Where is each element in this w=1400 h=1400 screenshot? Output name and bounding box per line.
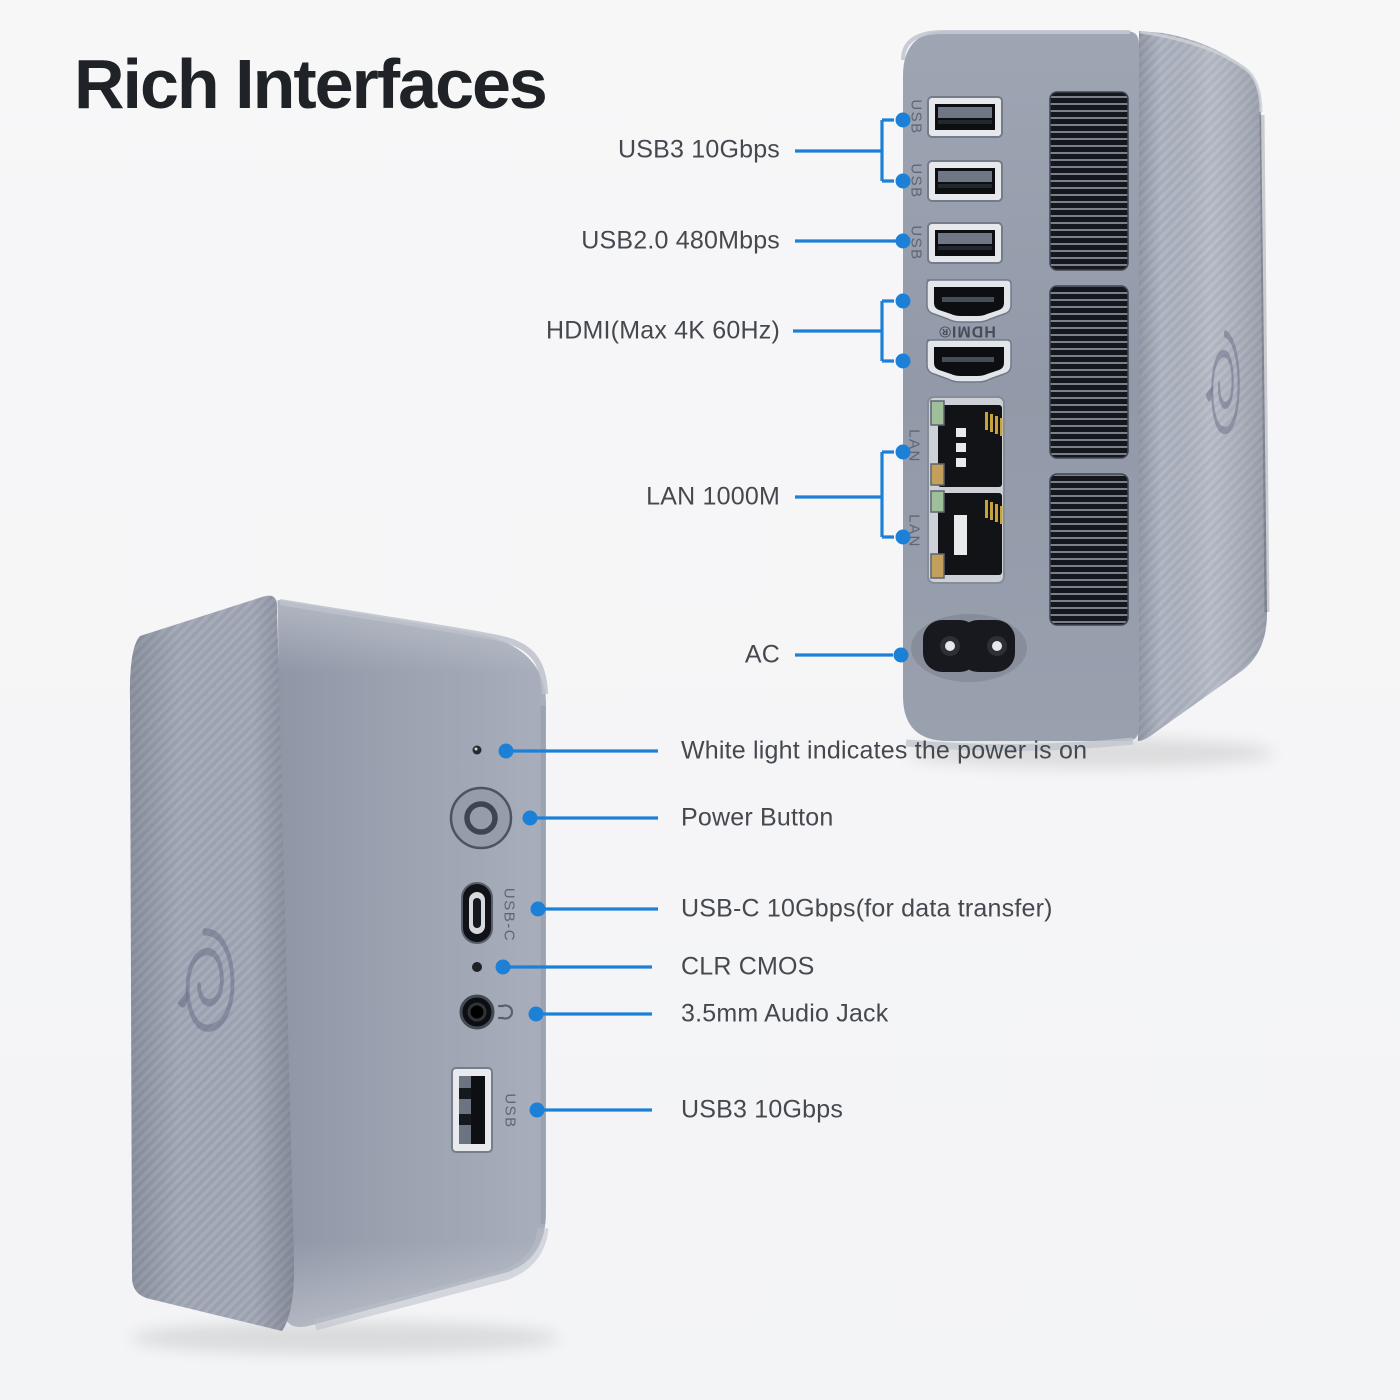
front-device: USB-C USB [129, 595, 560, 1354]
lan-ports [927, 396, 1005, 584]
callout-usb2-rear [795, 233, 911, 249]
lan-port-marking: LAN [906, 429, 923, 463]
callout-lan [795, 444, 911, 545]
label-ac: AC [744, 640, 780, 669]
hdmi-port-2 [926, 339, 1012, 383]
front-callouts [495, 743, 658, 1118]
power-button [449, 786, 513, 850]
label-clr-cmos: CLR CMOS [681, 952, 815, 981]
callout-audio [528, 1006, 652, 1022]
callout-usb3-rear [795, 112, 911, 189]
usbc-port [461, 882, 493, 944]
power-led [472, 745, 482, 755]
ac-inlet-port [911, 614, 1027, 682]
usb-front-port-marking: USB [502, 1093, 519, 1128]
label-usb3-rear: USB3 10Gbps [617, 135, 780, 164]
front-bottom-chamfer [313, 1227, 549, 1331]
usb-port-marking: USB [908, 225, 925, 260]
callout-usb3-front [529, 1102, 652, 1118]
callout-power-button [522, 810, 658, 826]
label-usb2-rear: USB2.0 480Mbps [581, 226, 780, 255]
usb-port-marking: USB [908, 99, 925, 134]
usb3-port-1 [927, 96, 1003, 138]
lan-gold-pins [985, 412, 1003, 524]
front-device-shadow [130, 1322, 560, 1354]
usb3-port-2 [927, 160, 1003, 202]
label-usbc: USB-C 10Gbps(for data transfer) [681, 894, 1053, 923]
callout-hdmi [793, 293, 911, 369]
usb-port-marking: USB [908, 163, 925, 198]
lan-status-leds [930, 400, 945, 579]
back-side-top-highlight [1139, 30, 1263, 113]
callout-usbc [530, 901, 658, 917]
callout-power-led [498, 743, 658, 759]
lan-port-marking: LAN [906, 514, 923, 548]
hdmi-marking: HDMI® [938, 323, 996, 340]
usb3-front-port [451, 1067, 493, 1153]
usbc-port-marking: USB-C [501, 888, 518, 942]
back-bottom-chamfer [905, 737, 1134, 752]
back-device-side-shading [1138, 31, 1268, 741]
back-device: USB USB USB HDMI® [901, 30, 1275, 768]
clr-cmos-pinhole [472, 962, 482, 972]
label-power-led: White light indicates the power is on [681, 736, 1088, 765]
front-device-side-shading [129, 595, 295, 1331]
audio-jack-port [459, 994, 495, 1030]
page-title: Rich Interfaces [74, 45, 548, 123]
label-hdmi: HDMI(Max 4K 60Hz) [546, 316, 780, 345]
label-usb3-front: USB3 10Gbps [681, 1095, 844, 1124]
callout-clr-cmos [495, 959, 652, 975]
callout-ac [795, 647, 909, 663]
back-side-right-edge [1259, 114, 1270, 613]
label-audio-jack: 3.5mm Audio Jack [681, 999, 889, 1028]
label-power-button: Power Button [681, 803, 834, 832]
vent-grilles [1049, 91, 1129, 626]
label-lan: LAN 1000M [646, 482, 780, 511]
headphone-icon [497, 1004, 514, 1020]
hdmi-port-1 [926, 279, 1012, 323]
back-top-highlight [901, 30, 1130, 61]
lan-inner-detail [954, 428, 967, 555]
usb2-port [927, 222, 1003, 264]
front-top-highlight [279, 599, 548, 695]
back-callouts [793, 112, 911, 663]
